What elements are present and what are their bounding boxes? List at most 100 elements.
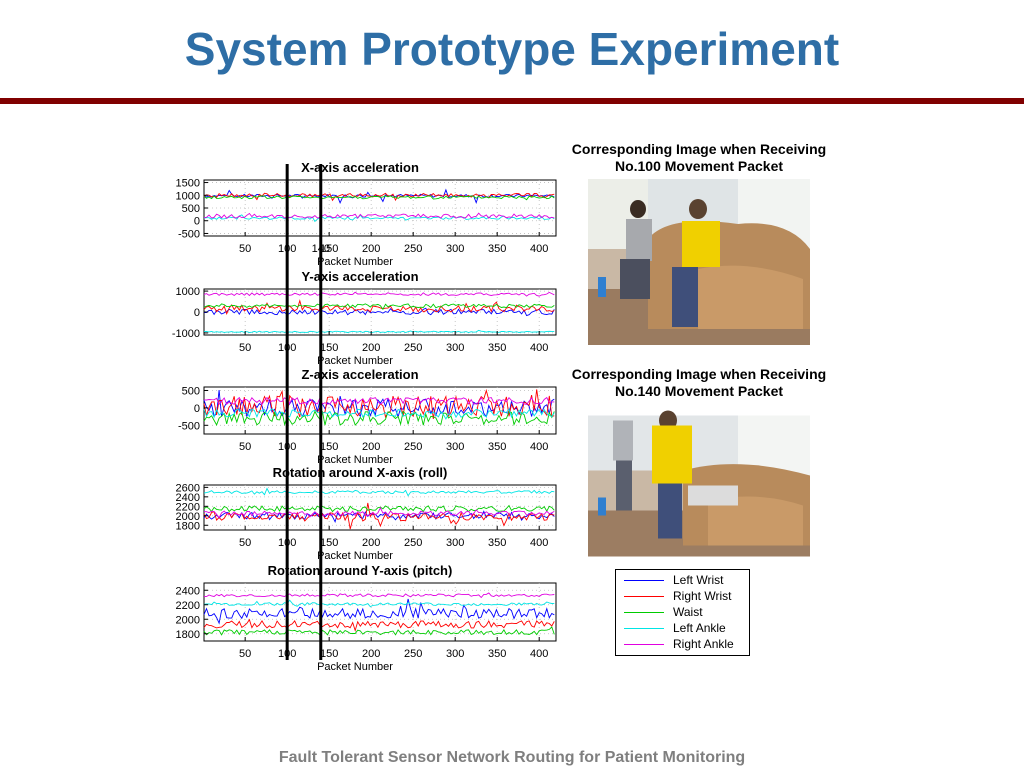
x-axis-label: Packet Number: [317, 550, 393, 562]
series-line: [203, 618, 555, 633]
series-line: [203, 214, 555, 223]
legend-swatch: [624, 644, 664, 645]
y-tick-label: 2000: [176, 511, 200, 523]
series-line: [203, 502, 555, 530]
image-caption-2: Corresponding Image when Receiving No.14…: [540, 366, 858, 400]
series-line: [203, 504, 555, 513]
x-tick-label: 150: [320, 537, 338, 549]
y-tick-label: 2600: [176, 482, 200, 494]
legend-item: Left Wrist: [622, 573, 747, 589]
x-tick-label: 150: [320, 441, 338, 453]
chart-title: Rotation around X-axis (roll): [273, 465, 448, 480]
movement-photo-100: [588, 179, 810, 345]
chart-title: Rotation around Y-axis (pitch): [268, 563, 453, 578]
x-tick-label: 250: [404, 441, 422, 453]
series-line: [203, 599, 555, 608]
chart-title: Y-axis acceleration: [301, 269, 418, 284]
series-line: [203, 626, 555, 636]
x-axis-label: Packet Number: [317, 454, 393, 466]
x-tick-label: 200: [362, 441, 380, 453]
series-line: [203, 303, 555, 311]
legend-label: Left Ankle: [673, 621, 726, 635]
legend-label: Waist: [673, 605, 703, 619]
series-line: [203, 212, 555, 219]
series-line: [203, 195, 555, 201]
x-axis-label: Packet Number: [317, 256, 393, 268]
x-tick-label: 400: [530, 441, 548, 453]
x-tick-label: 400: [530, 342, 548, 354]
x-tick-label: 400: [530, 243, 548, 255]
x-tick-label: 250: [404, 342, 422, 354]
x-tick-label: 300: [446, 648, 464, 660]
chart-legend: Left Wrist Right Wrist Waist Left Ankle …: [615, 569, 750, 656]
y-tick-label: -1000: [172, 328, 200, 340]
series-line: [203, 307, 555, 317]
x-tick-label: 50: [239, 648, 251, 660]
legend-label: Right Ankle: [673, 637, 734, 651]
x-tick-label: 300: [446, 243, 464, 255]
x-tick-label: 350: [488, 342, 506, 354]
legend-label: Left Wrist: [673, 573, 724, 587]
series-line: [204, 506, 555, 519]
legend-swatch: [624, 612, 664, 613]
image-caption-2-line1: Corresponding Image when Receiving: [571, 366, 827, 382]
y-tick-label: 2400: [176, 492, 200, 504]
image-caption-1-line2: No.100 Movement Packet: [614, 158, 784, 174]
x-tick-label: 50: [239, 537, 251, 549]
x-tick-label: 300: [446, 537, 464, 549]
plot-area: [203, 582, 557, 642]
y-tick-label: 0: [194, 403, 200, 415]
x-tick-label: 200: [362, 342, 380, 354]
x-tick-label: 300: [446, 342, 464, 354]
series-line: [203, 408, 555, 420]
y-tick-label: 1500: [176, 178, 200, 190]
x-tick-label: 350: [488, 243, 506, 255]
series-line: [203, 410, 555, 427]
x-tick-label: 50: [239, 441, 251, 453]
series-line: [203, 598, 555, 625]
image-caption-1: Corresponding Image when Receiving No.10…: [540, 141, 858, 175]
legend-item: Waist: [622, 605, 747, 621]
series-line: [203, 396, 555, 406]
series-line: [203, 388, 555, 419]
title-divider: [0, 98, 1024, 104]
y-tick-label: 500: [182, 203, 200, 215]
y-tick-label: 1000: [176, 190, 200, 202]
legend-swatch: [624, 596, 664, 597]
x-tick-label: 300: [446, 441, 464, 453]
legend-swatch: [624, 628, 664, 629]
y-tick-label: 0: [194, 216, 200, 228]
y-tick-label: 2000: [176, 614, 200, 626]
chart-title: X-axis acceleration: [301, 160, 419, 175]
x-tick-label: 250: [404, 648, 422, 660]
y-tick-label: 1800: [176, 520, 200, 532]
y-tick-label: 500: [182, 385, 200, 397]
y-tick-label: 0: [194, 307, 200, 319]
x-axis-label: Packet Number: [317, 661, 393, 673]
y-tick-label: 2200: [176, 501, 200, 513]
slide-title: System Prototype Experiment: [184, 23, 840, 75]
x-tick-label: 400: [530, 537, 548, 549]
x-tick-label: 150: [320, 648, 338, 660]
series-line: [203, 487, 555, 497]
y-tick-label: 2200: [176, 600, 200, 612]
legend-item: Right Wrist: [622, 589, 747, 605]
y-tick-label: 1000: [176, 286, 200, 298]
x-tick-label: 200: [362, 648, 380, 660]
series-line: [203, 390, 555, 419]
x-tick-label: 250: [404, 243, 422, 255]
x-tick-label: 50: [239, 342, 251, 354]
movement-photo-140: [588, 410, 810, 557]
x-tick-label: 200: [362, 537, 380, 549]
x-tick-label: 350: [488, 648, 506, 660]
legend-item: Right Ankle: [622, 637, 747, 653]
x-tick-label: 250: [404, 537, 422, 549]
x-axis-label: Packet Number: [317, 355, 393, 367]
x-tick-label: 350: [488, 441, 506, 453]
image-caption-2-line2: No.140 Movement Packet: [614, 383, 784, 399]
slide-footer: Fault Tolerant Sensor Network Routing fo…: [278, 749, 746, 766]
legend-swatch: [624, 580, 664, 581]
x-tick-label: 350: [488, 537, 506, 549]
legend-label: Right Wrist: [673, 589, 732, 603]
legend-item: Left Ankle: [622, 621, 747, 637]
